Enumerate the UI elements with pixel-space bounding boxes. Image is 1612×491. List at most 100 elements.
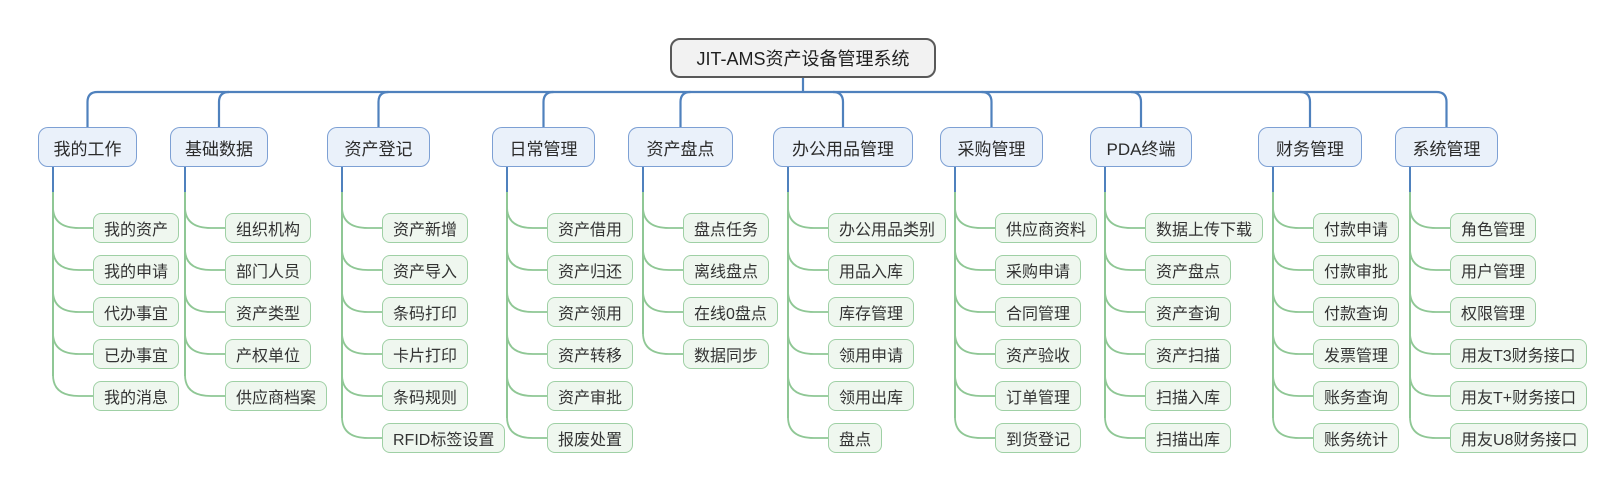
branch-node-3[interactable]: 日常管理 <box>492 127 595 167</box>
child-elbow-connector <box>1272 416 1313 439</box>
child-node-6-3[interactable]: 资产验收 <box>995 339 1082 369</box>
child-node-5-5[interactable]: 盘点 <box>828 423 883 453</box>
child-node-8-3[interactable]: 发票管理 <box>1313 339 1400 369</box>
child-node-2-1[interactable]: 资产导入 <box>382 255 469 285</box>
branch-drop-connector <box>832 90 845 127</box>
child-elbow-connector <box>184 206 225 229</box>
child-node-7-1[interactable]: 资产盘点 <box>1145 255 1232 285</box>
bus-connector <box>86 90 1448 127</box>
child-node-7-4[interactable]: 扫描入库 <box>1145 381 1232 411</box>
child-elbow-connector <box>642 290 683 313</box>
child-node-4-0[interactable]: 盘点任务 <box>683 213 770 243</box>
child-node-5-0[interactable]: 办公用品类别 <box>828 213 947 243</box>
child-node-4-3[interactable]: 数据同步 <box>683 339 770 369</box>
child-node-9-1[interactable]: 用户管理 <box>1450 255 1537 285</box>
branch-drop-connector <box>377 90 389 127</box>
child-node-3-0[interactable]: 资产借用 <box>547 213 634 243</box>
child-node-0-4[interactable]: 我的消息 <box>93 381 180 411</box>
child-node-9-4[interactable]: 用友T+财务接口 <box>1450 381 1588 411</box>
child-node-0-3[interactable]: 已办事宜 <box>93 339 180 369</box>
root-node[interactable]: JIT-AMS资产设备管理系统 <box>670 38 936 78</box>
child-node-0-0[interactable]: 我的资产 <box>93 213 180 243</box>
child-node-6-2[interactable]: 合同管理 <box>995 297 1082 327</box>
child-node-3-1[interactable]: 资产归还 <box>547 255 634 285</box>
child-node-5-4[interactable]: 领用出库 <box>828 381 915 411</box>
child-elbow-connector <box>506 206 547 229</box>
branch-node-6[interactable]: 采购管理 <box>940 127 1043 167</box>
child-node-1-4[interactable]: 供应商档案 <box>225 381 328 411</box>
child-elbow-connector <box>506 248 547 271</box>
child-node-2-5[interactable]: RFID标签设置 <box>382 423 506 453</box>
child-node-2-2[interactable]: 条码打印 <box>382 297 469 327</box>
branch-node-7[interactable]: PDA终端 <box>1090 127 1192 167</box>
child-node-5-2[interactable]: 库存管理 <box>828 297 915 327</box>
child-elbow-connector <box>1409 332 1450 355</box>
child-elbow-connector <box>1104 206 1145 229</box>
child-node-2-3[interactable]: 卡片打印 <box>382 339 469 369</box>
child-elbow-connector <box>1272 290 1313 313</box>
child-elbow-connector <box>954 332 995 355</box>
child-elbow-connector <box>52 332 93 355</box>
child-elbow-connector <box>506 374 547 397</box>
child-node-4-1[interactable]: 离线盘点 <box>683 255 770 285</box>
branch-drop-connector <box>679 90 691 127</box>
child-node-8-2[interactable]: 付款查询 <box>1313 297 1400 327</box>
child-node-7-0[interactable]: 数据上传下载 <box>1145 213 1264 243</box>
child-node-6-4[interactable]: 订单管理 <box>995 381 1082 411</box>
child-node-8-5[interactable]: 账务统计 <box>1313 423 1400 453</box>
branch-node-8[interactable]: 财务管理 <box>1258 127 1362 167</box>
child-node-6-0[interactable]: 供应商资料 <box>995 213 1098 243</box>
child-node-0-2[interactable]: 代办事宜 <box>93 297 180 327</box>
child-elbow-connector <box>1272 332 1313 355</box>
child-elbow-connector <box>1409 290 1450 313</box>
child-elbow-connector <box>1104 290 1145 313</box>
child-node-1-2[interactable]: 资产类型 <box>225 297 312 327</box>
child-elbow-connector <box>506 416 547 439</box>
branch-node-5[interactable]: 办公用品管理 <box>773 127 913 167</box>
child-node-5-1[interactable]: 用品入库 <box>828 255 915 285</box>
child-node-0-1[interactable]: 我的申请 <box>93 255 180 285</box>
child-node-8-0[interactable]: 付款申请 <box>1313 213 1400 243</box>
child-node-9-5[interactable]: 用友U8财务接口 <box>1450 423 1589 453</box>
branch-drop-connector <box>981 90 993 127</box>
child-node-8-1[interactable]: 付款审批 <box>1313 255 1400 285</box>
branch-drop-connector <box>542 90 554 127</box>
child-node-9-0[interactable]: 角色管理 <box>1450 213 1537 243</box>
child-node-9-3[interactable]: 用友T3财务接口 <box>1450 339 1587 369</box>
child-elbow-connector <box>1104 416 1145 439</box>
branch-node-4[interactable]: 资产盘点 <box>628 127 733 167</box>
branch-node-2[interactable]: 资产登记 <box>327 127 430 167</box>
child-node-1-0[interactable]: 组织机构 <box>225 213 312 243</box>
child-node-8-4[interactable]: 账务查询 <box>1313 381 1400 411</box>
branch-drop-connector <box>1299 90 1312 127</box>
child-node-3-2[interactable]: 资产领用 <box>547 297 634 327</box>
child-node-2-0[interactable]: 资产新增 <box>382 213 469 243</box>
child-node-3-4[interactable]: 资产审批 <box>547 381 634 411</box>
child-node-3-5[interactable]: 报废处置 <box>547 423 634 453</box>
child-node-7-3[interactable]: 资产扫描 <box>1145 339 1232 369</box>
child-node-4-2[interactable]: 在线0盘点 <box>683 297 778 327</box>
child-node-2-4[interactable]: 条码规则 <box>382 381 469 411</box>
child-node-7-2[interactable]: 资产查询 <box>1145 297 1232 327</box>
branch-node-1[interactable]: 基础数据 <box>170 127 268 167</box>
child-node-7-5[interactable]: 扫描出库 <box>1145 423 1232 453</box>
branch-node-9[interactable]: 系统管理 <box>1395 127 1498 167</box>
child-elbow-connector <box>52 248 93 271</box>
child-elbow-connector <box>506 332 547 355</box>
child-node-1-3[interactable]: 产权单位 <box>225 339 312 369</box>
child-elbow-connector <box>954 416 995 439</box>
child-elbow-connector <box>954 206 995 229</box>
child-node-9-2[interactable]: 权限管理 <box>1450 297 1537 327</box>
child-node-6-1[interactable]: 采购申请 <box>995 255 1082 285</box>
child-node-3-3[interactable]: 资产转移 <box>547 339 634 369</box>
branch-node-0[interactable]: 我的工作 <box>38 127 137 167</box>
child-elbow-connector <box>1104 374 1145 397</box>
child-elbow-connector <box>1272 248 1313 271</box>
child-node-6-5[interactable]: 到货登记 <box>995 423 1082 453</box>
child-elbow-connector <box>954 290 995 313</box>
child-node-1-1[interactable]: 部门人员 <box>225 255 312 285</box>
child-elbow-connector <box>341 248 382 271</box>
child-node-5-3[interactable]: 领用申请 <box>828 339 915 369</box>
child-elbow-connector <box>52 374 93 397</box>
branch-drop-connector <box>1130 90 1143 127</box>
